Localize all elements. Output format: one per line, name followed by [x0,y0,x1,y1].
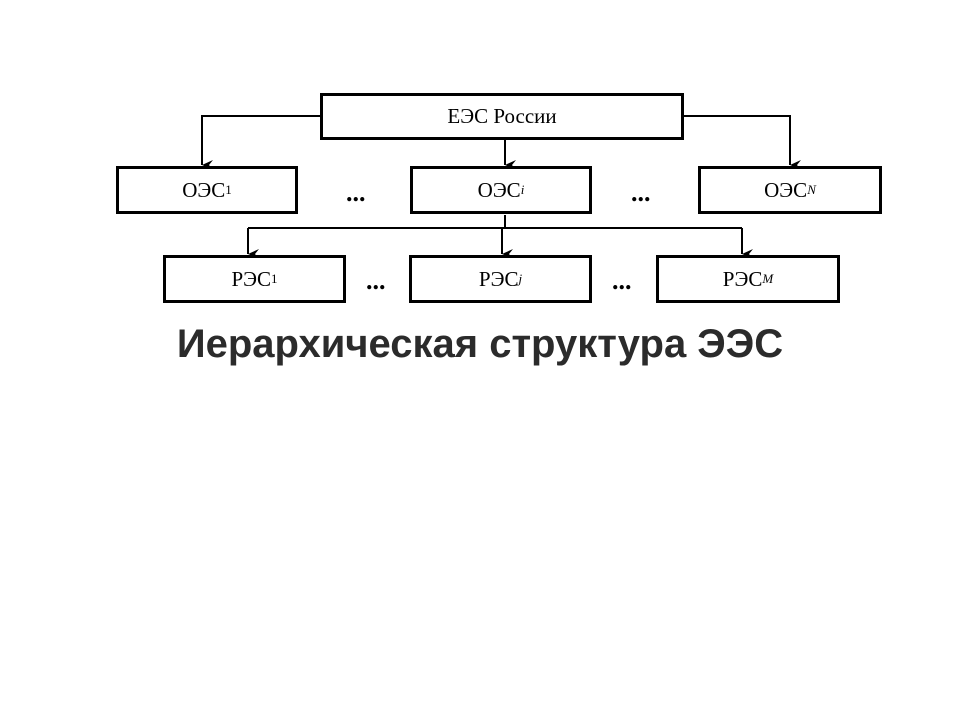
arrow-root-to-oes-1 [201,115,322,170]
oes-node-n-subscript: N [807,182,816,197]
oes-node-i-subscript: i [520,182,525,197]
oes-node-1-label: ОЭС [182,177,226,202]
res-node-1-subscript: 1 [271,271,278,286]
ellipsis-level1-left: ... [346,178,366,207]
arrow-root-to-oes-n [684,115,801,170]
root-node-label: ЕЭС России [447,104,557,128]
ellipsis-level2-right: ... [612,266,632,295]
res-node-m-label: РЭС [722,266,763,291]
ellipsis-level1-right: ... [631,178,651,207]
oes-node-n-label: ОЭС [764,177,808,202]
res-node-1-label: РЭС [231,266,272,291]
oes-node-1-subscript: 1 [225,182,232,197]
ellipsis-level2-left: ... [366,266,386,295]
res-node-m-subscript: M [762,271,774,286]
res-node-j-subscript: j [518,271,523,286]
diagram-caption: Иерархическая структура ЭЭС [176,322,784,366]
res-node-j-label: РЭС [478,266,519,291]
root-node-ees: ЕЭС России [320,93,684,140]
oes-node-i-label: ОЭС [477,177,521,202]
